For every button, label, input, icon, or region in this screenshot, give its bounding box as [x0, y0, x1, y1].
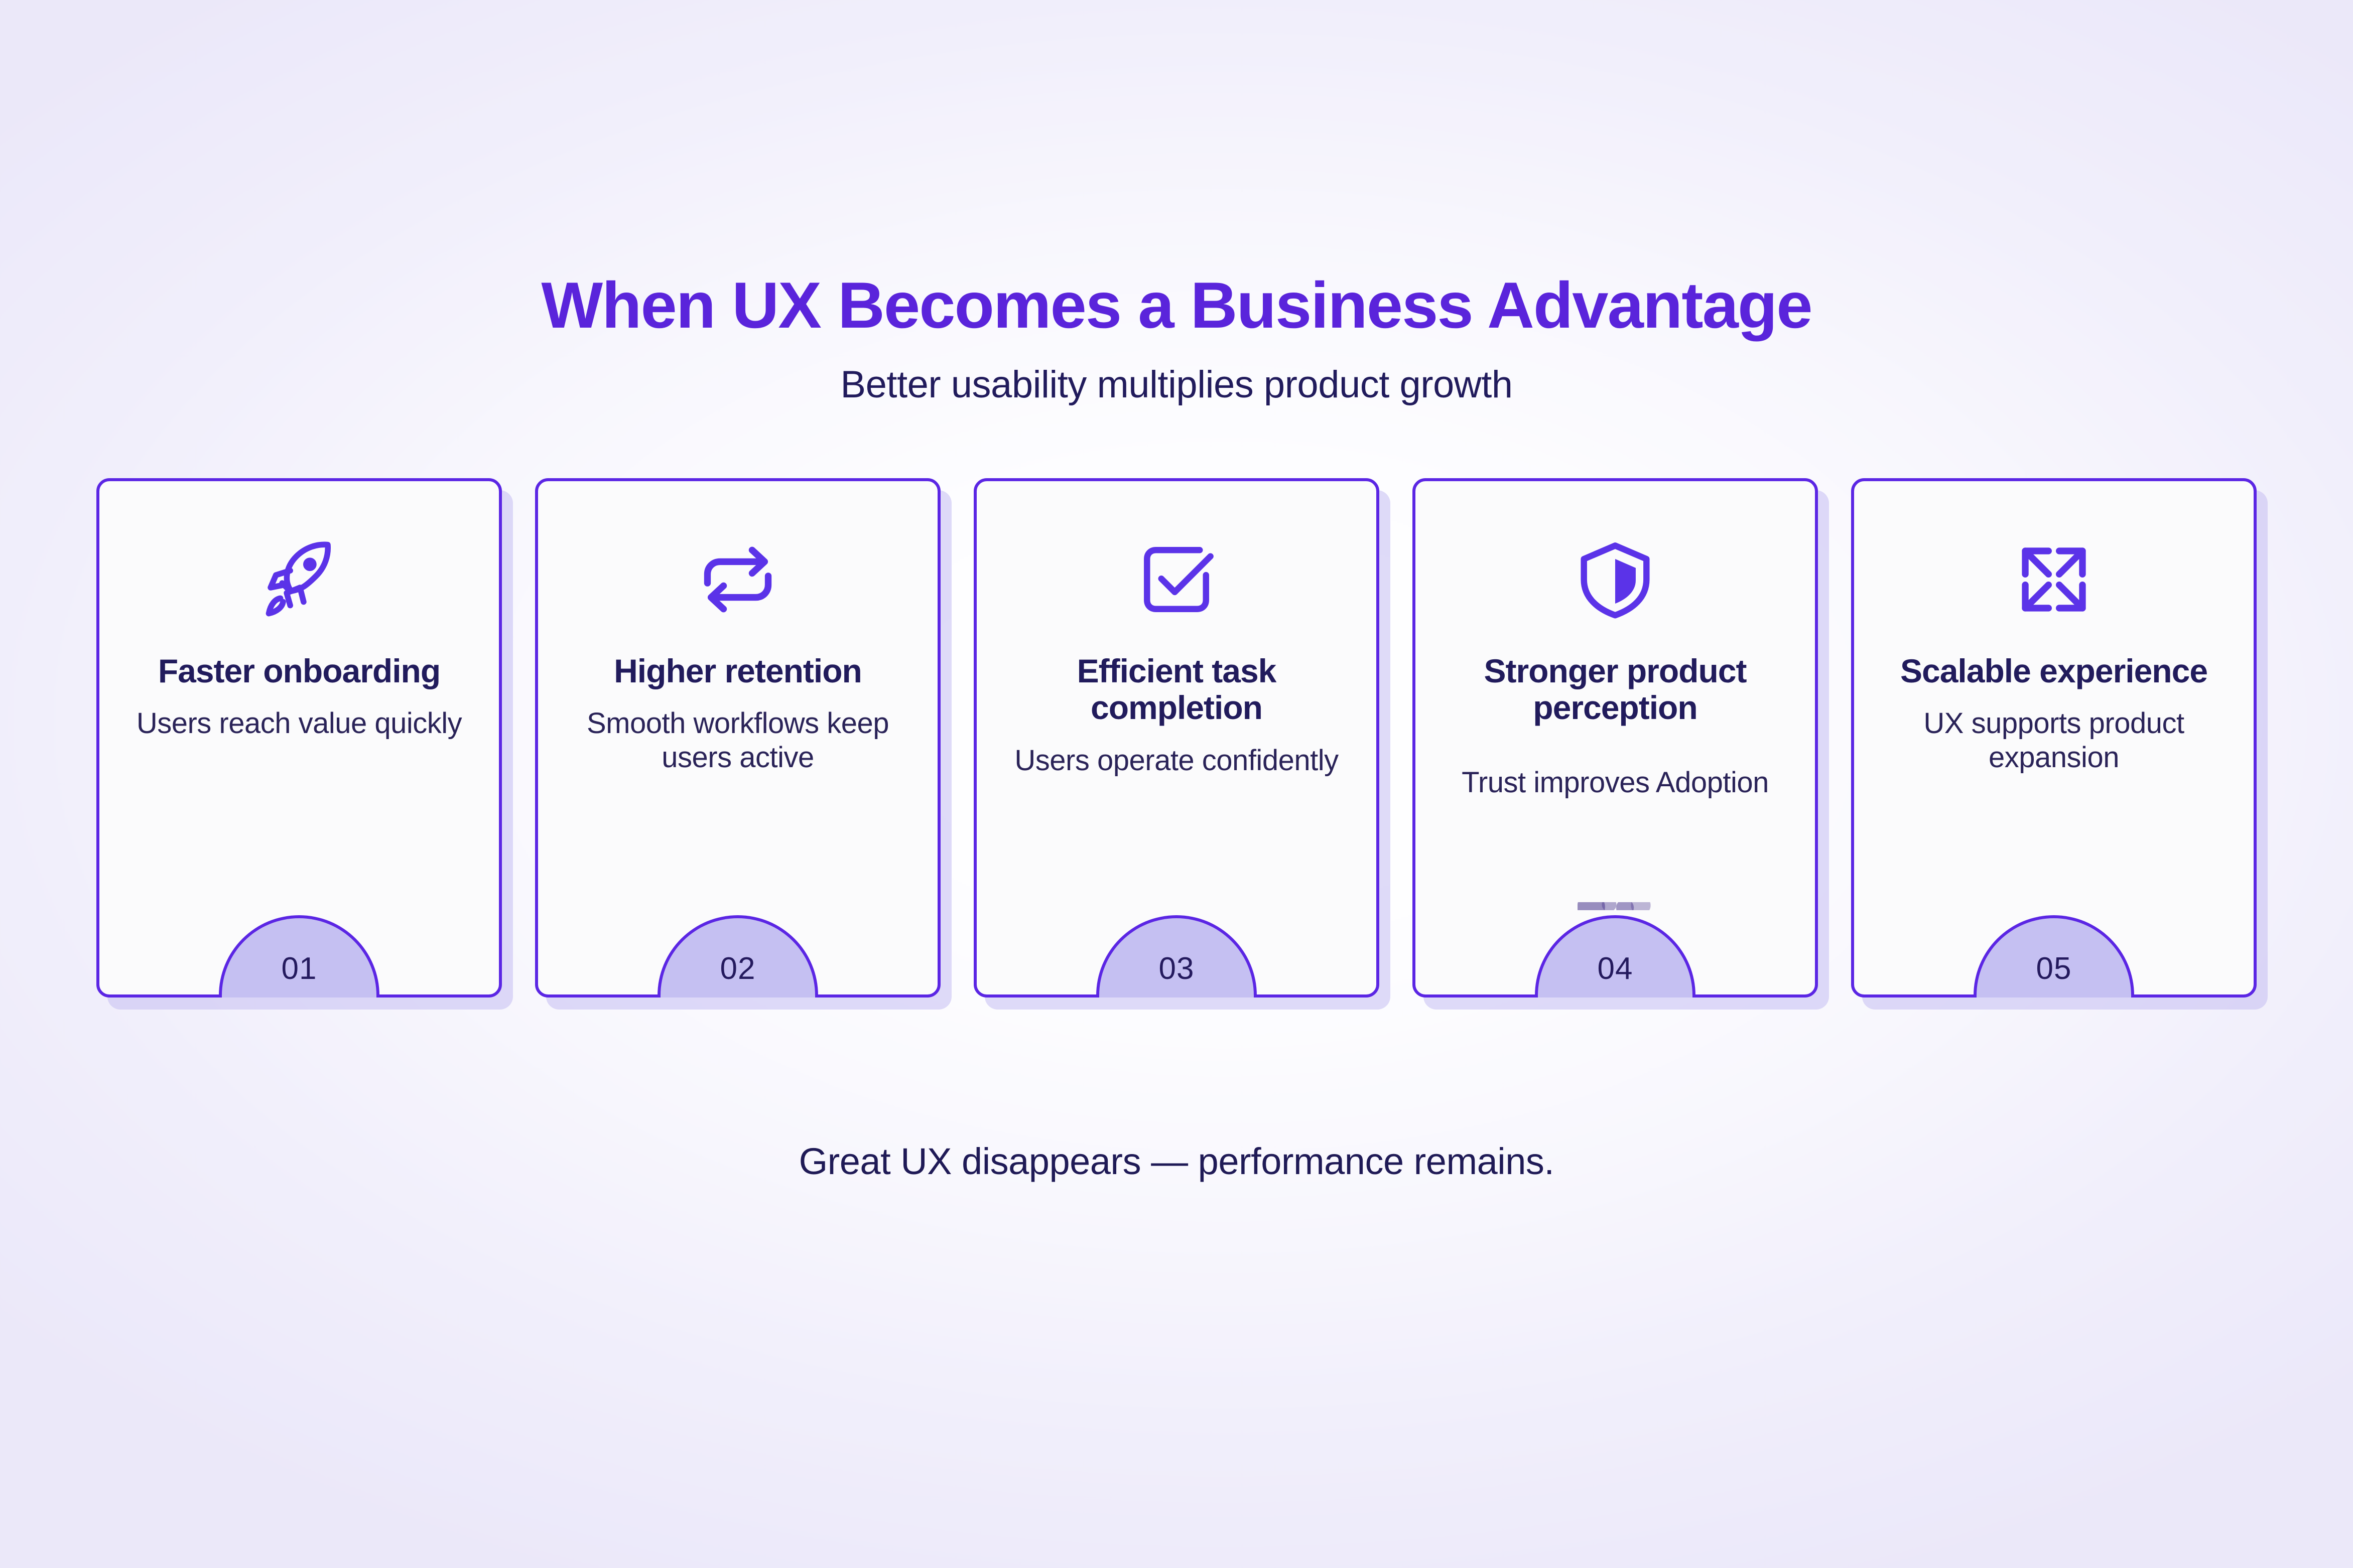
- benefit-cards-row: Faster onboarding Users reach value quic…: [96, 478, 2257, 997]
- card-number: 01: [281, 951, 317, 986]
- card-number-badge: 04: [1535, 915, 1695, 997]
- card-number: 04: [1597, 951, 1633, 986]
- checkbox-check-icon: [1132, 529, 1221, 630]
- image-artifact-speckle: [1578, 902, 1653, 910]
- benefit-card-scalable-experience[interactable]: Scalable experience UX supports product …: [1851, 478, 2257, 997]
- benefit-card-stronger-product-perception[interactable]: Stronger product perception Trust improv…: [1412, 478, 1818, 997]
- card-number: 02: [720, 951, 756, 986]
- card-heading: Faster onboarding: [158, 652, 441, 689]
- page-title: When UX Becomes a Business Advantage: [541, 268, 1812, 342]
- shield-icon: [1571, 529, 1660, 630]
- card-heading: Scalable experience: [1900, 652, 2208, 689]
- repeat-arrows-icon: [693, 529, 782, 630]
- card-number-badge: 05: [1974, 915, 2134, 997]
- card-number-badge: 01: [219, 915, 379, 997]
- expand-arrows-icon: [2009, 529, 2099, 630]
- card-body: UX supports product expansion: [1923, 707, 2184, 774]
- card-heading: Stronger product perception: [1484, 652, 1747, 727]
- benefit-card-efficient-task-completion[interactable]: Efficient task completion Users operate …: [974, 478, 1379, 997]
- footer-tagline: Great UX disappears — performance remain…: [799, 1140, 1554, 1182]
- card-number-badge: 02: [658, 915, 818, 997]
- card-body: Users operate confidently: [1014, 744, 1339, 777]
- card-heading: Efficient task completion: [1077, 652, 1277, 727]
- page-subtitle: Better usability multiplies product grow…: [840, 363, 1513, 406]
- benefit-card-higher-retention[interactable]: Higher retention Smooth workflows keep u…: [535, 478, 941, 997]
- card-body: Trust improves Adoption: [1462, 766, 1769, 799]
- header: When UX Becomes a Business Advantage Bet…: [0, 271, 2353, 406]
- card-number-badge: 03: [1096, 915, 1257, 997]
- benefit-card-faster-onboarding[interactable]: Faster onboarding Users reach value quic…: [96, 478, 502, 997]
- card-number: 03: [1158, 951, 1195, 986]
- rocket-icon: [254, 529, 344, 630]
- card-number: 05: [2036, 951, 2072, 986]
- card-heading: Higher retention: [614, 652, 862, 689]
- card-body: Smooth workflows keep users active: [587, 707, 889, 774]
- card-body: Users reach value quickly: [136, 707, 462, 740]
